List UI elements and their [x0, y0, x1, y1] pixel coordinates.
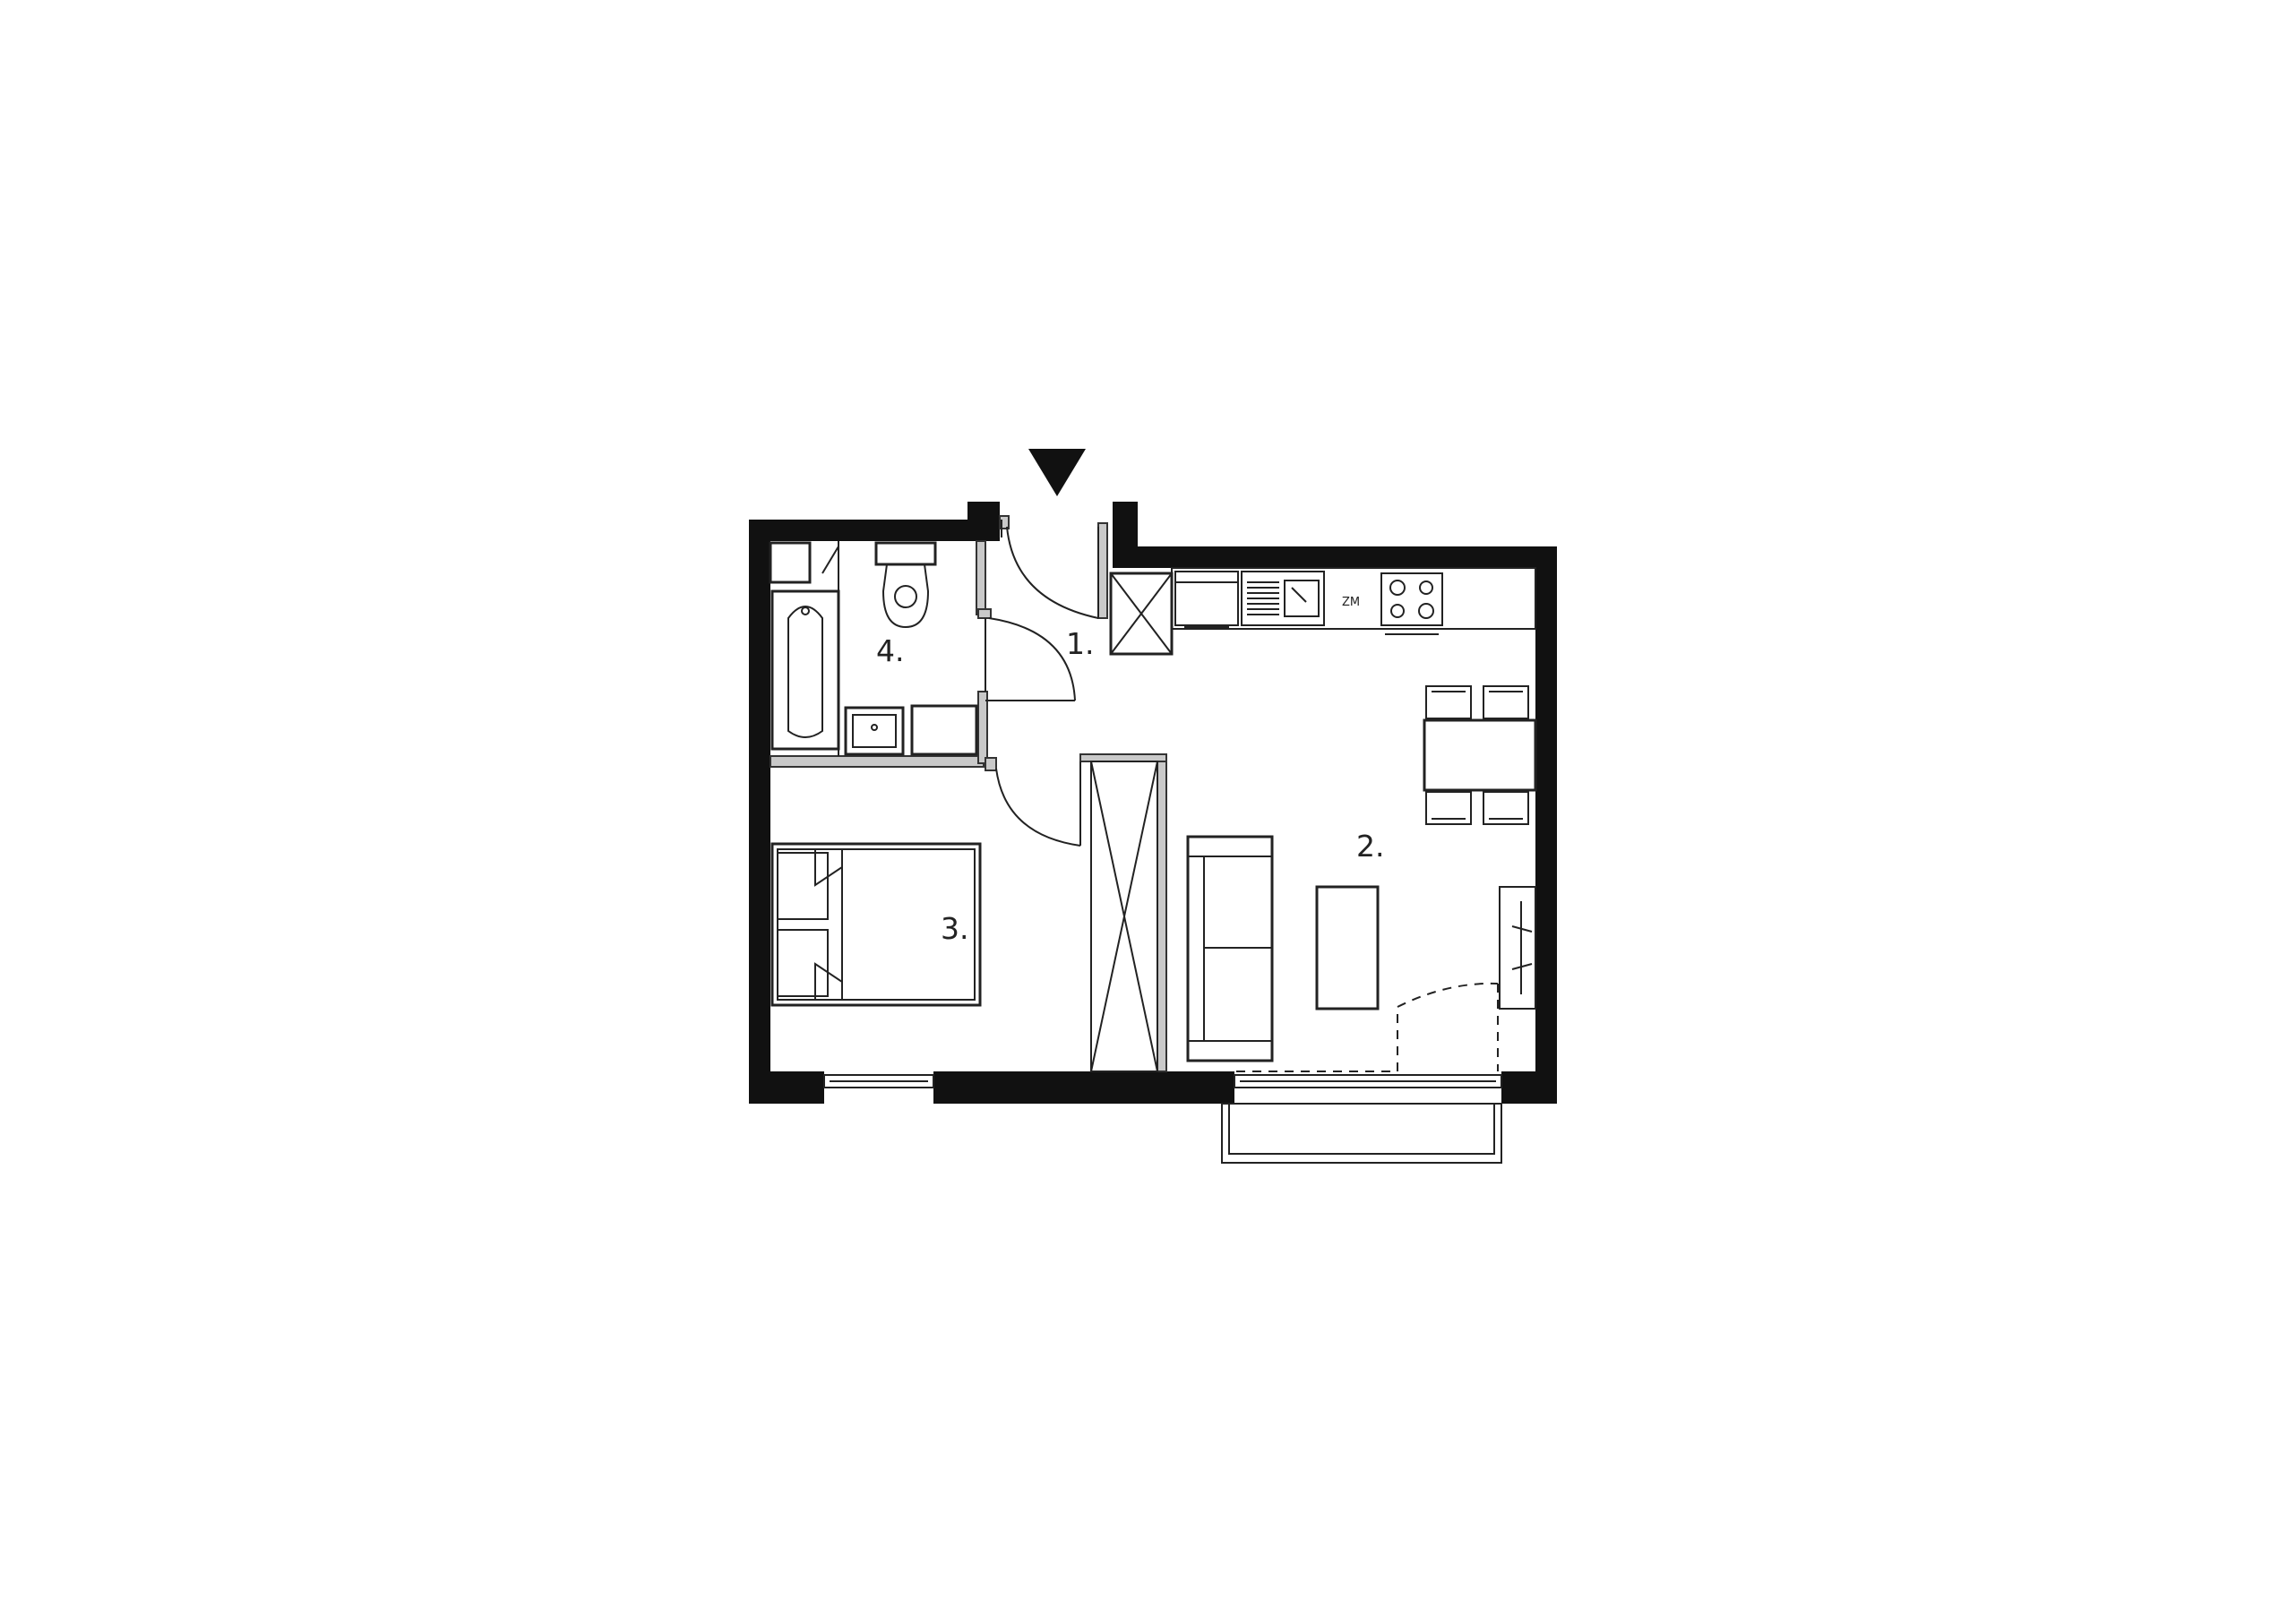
- washbasin: [844, 706, 905, 756]
- pillow: [777, 852, 829, 920]
- wardrobe: [1090, 761, 1158, 1072]
- dining-chair: [1425, 791, 1472, 825]
- coffee-table: [1315, 885, 1380, 1010]
- dining-set: [1423, 685, 1537, 825]
- bedroom-door: [995, 761, 1081, 847]
- balcony-door: [1236, 982, 1499, 1072]
- entrance-arrow-icon: [1028, 449, 1086, 496]
- room-label-hall: 1.: [1066, 626, 1095, 661]
- room-label-bathroom: 4.: [876, 633, 905, 668]
- dining-chair: [1483, 791, 1529, 825]
- cooktop: [1380, 572, 1443, 635]
- balcony: [1221, 1103, 1502, 1164]
- dining-chair: [1483, 685, 1529, 719]
- bathtub: [770, 589, 840, 751]
- hall-cabinet: [1109, 572, 1174, 656]
- room-label-living-kitchen: 2.: [1356, 829, 1385, 864]
- tv-unit: [1499, 886, 1536, 1010]
- interior-partitions: [770, 515, 1167, 1072]
- window-bedroom: [823, 1074, 934, 1088]
- double-bed: [770, 842, 982, 1007]
- pillow: [777, 929, 829, 997]
- dining-chair: [1425, 685, 1472, 719]
- kitchen-sink: [1284, 580, 1320, 617]
- dining-table: [1423, 718, 1537, 792]
- drainboard: [1247, 581, 1279, 615]
- room-label-bedroom: 3.: [941, 911, 969, 946]
- window-living-room: [1234, 1074, 1502, 1088]
- exterior-walls: [749, 502, 1557, 1104]
- toilet: [874, 541, 937, 629]
- microwave-label: ZM: [1342, 596, 1360, 609]
- kitchen-counter: ZM: [1171, 567, 1536, 635]
- sofa: [1186, 835, 1274, 1062]
- washing-machine: [910, 704, 978, 756]
- bathroom-door: [985, 617, 1076, 701]
- entry-door: [1001, 520, 1099, 619]
